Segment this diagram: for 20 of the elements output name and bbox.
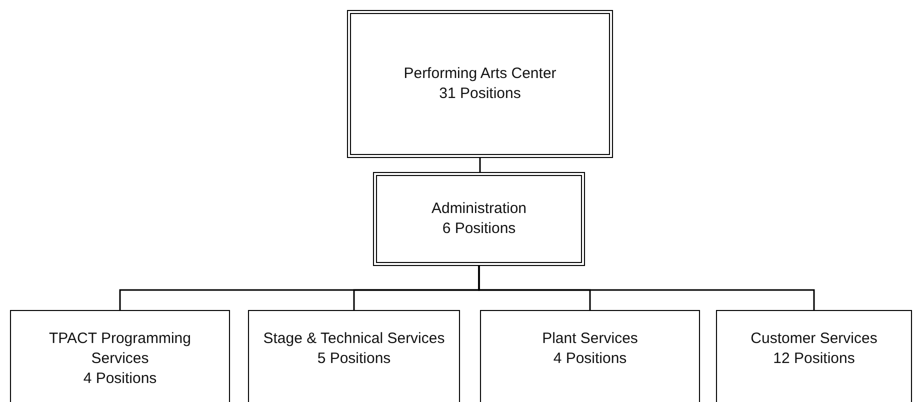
- unit-name: Performing Arts Center: [402, 64, 558, 84]
- unit-box: [480, 310, 700, 402]
- unit-name: Plant Services: [541, 329, 639, 349]
- position-count: 31 Positions: [438, 84, 522, 104]
- position-count: 6 Positions: [441, 219, 517, 239]
- unit-name: TPACT Programming Services: [48, 329, 192, 369]
- position-count: 5 Positions: [316, 349, 392, 369]
- connector-line: [478, 266, 815, 310]
- unit-name: Customer Services: [750, 329, 878, 349]
- position-count: 12 Positions: [772, 349, 856, 369]
- unit-box: [248, 310, 460, 402]
- department-box: [347, 10, 613, 158]
- position-count: 4 Positions: [552, 349, 628, 369]
- unit-box: [10, 310, 230, 402]
- position-count: 4 Positions: [82, 369, 158, 389]
- division-box: [373, 172, 585, 266]
- connector-line: [479, 158, 481, 172]
- unit-name: Administration: [430, 199, 528, 219]
- unit-name: Stage & Technical Services: [262, 329, 446, 349]
- unit-box: [716, 310, 912, 402]
